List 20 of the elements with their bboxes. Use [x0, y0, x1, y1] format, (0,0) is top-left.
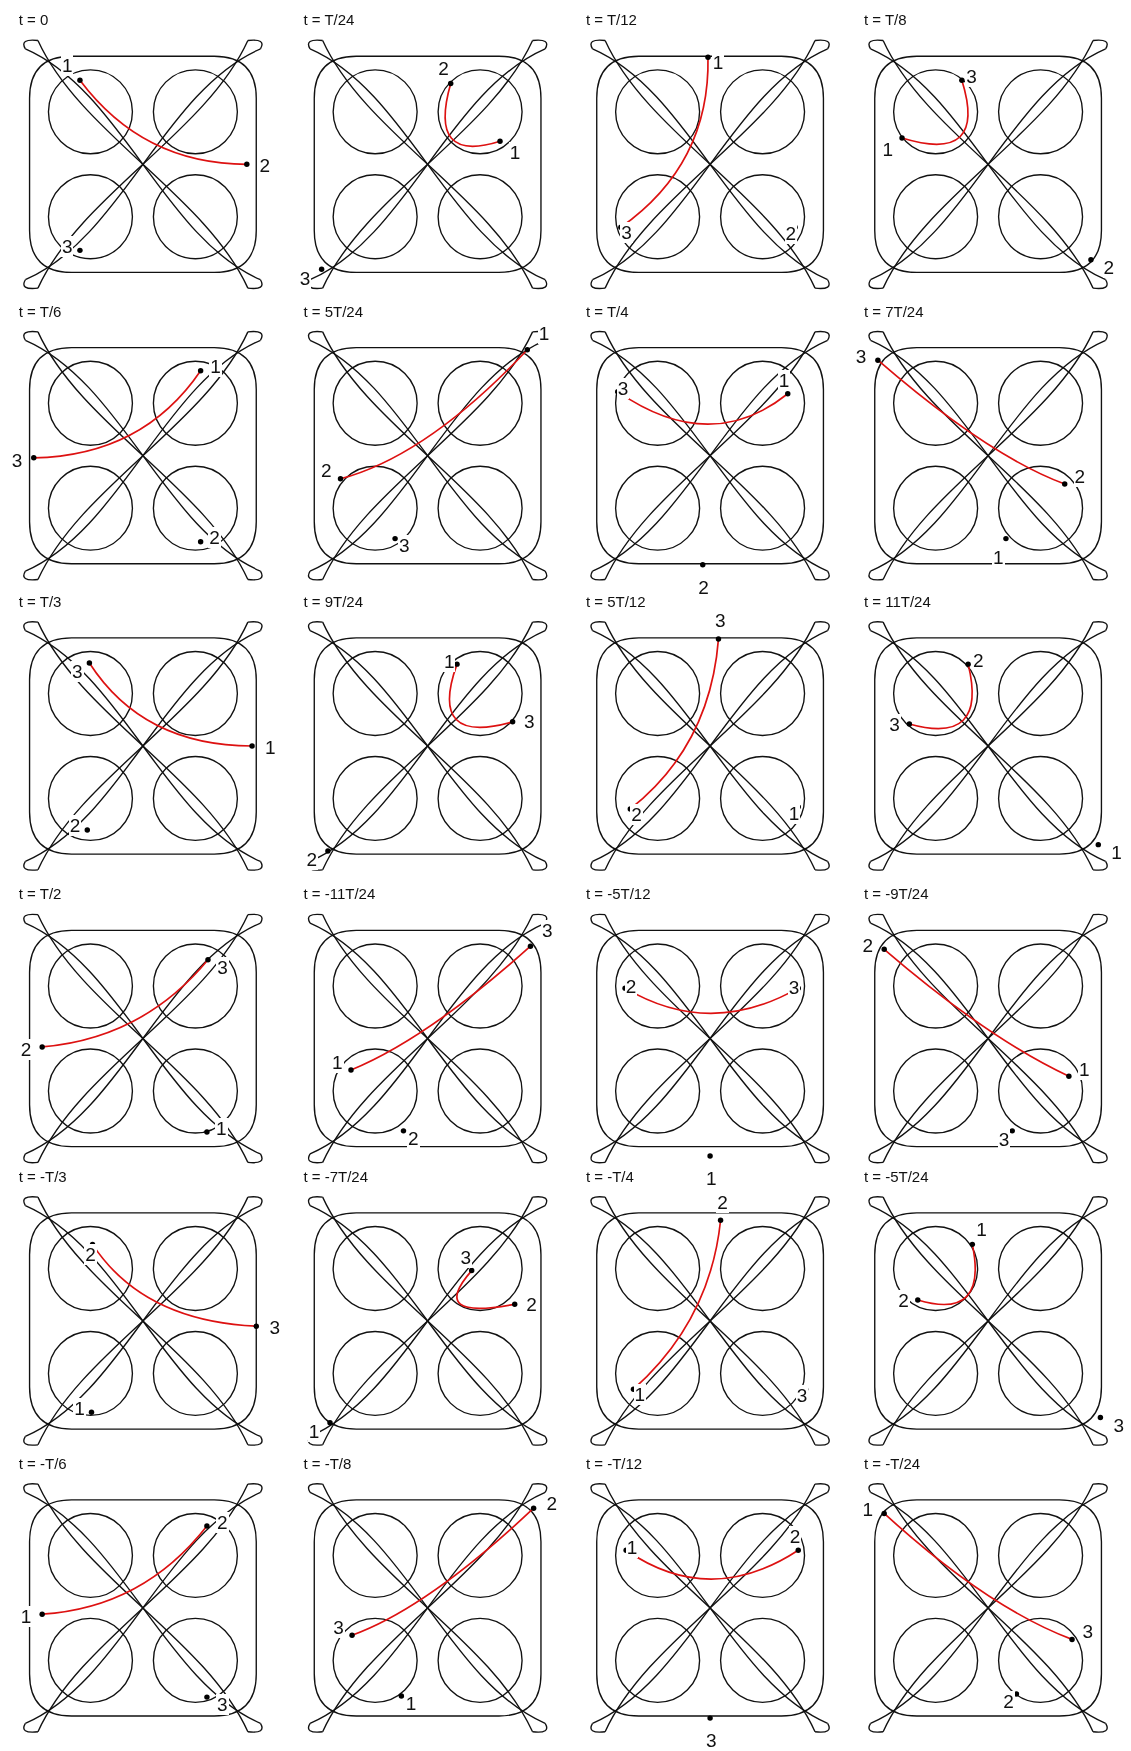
body-number: 2: [208, 527, 221, 549]
body-number: 1: [73, 1397, 86, 1419]
body-number: 1: [215, 1117, 228, 1139]
body-number: 2: [19, 1039, 33, 1061]
body-number: 3: [997, 1128, 1011, 1150]
body-number: 1: [19, 1606, 33, 1628]
body-number: 3: [616, 378, 630, 400]
body-number: 1: [777, 369, 791, 391]
body-number: 1: [633, 1384, 647, 1406]
body-number: 2: [68, 815, 82, 837]
body-number: 2: [630, 803, 643, 825]
body-number: 3: [216, 1693, 229, 1715]
body-number: 1: [787, 802, 801, 824]
body-number: 3: [70, 660, 84, 682]
body-number: 2: [784, 223, 798, 245]
body-number: 1: [60, 54, 74, 76]
body-number: 2: [84, 1244, 97, 1266]
body-number: 2: [216, 1511, 229, 1533]
body-number: 3: [620, 222, 633, 244]
body-number: 3: [60, 235, 74, 257]
